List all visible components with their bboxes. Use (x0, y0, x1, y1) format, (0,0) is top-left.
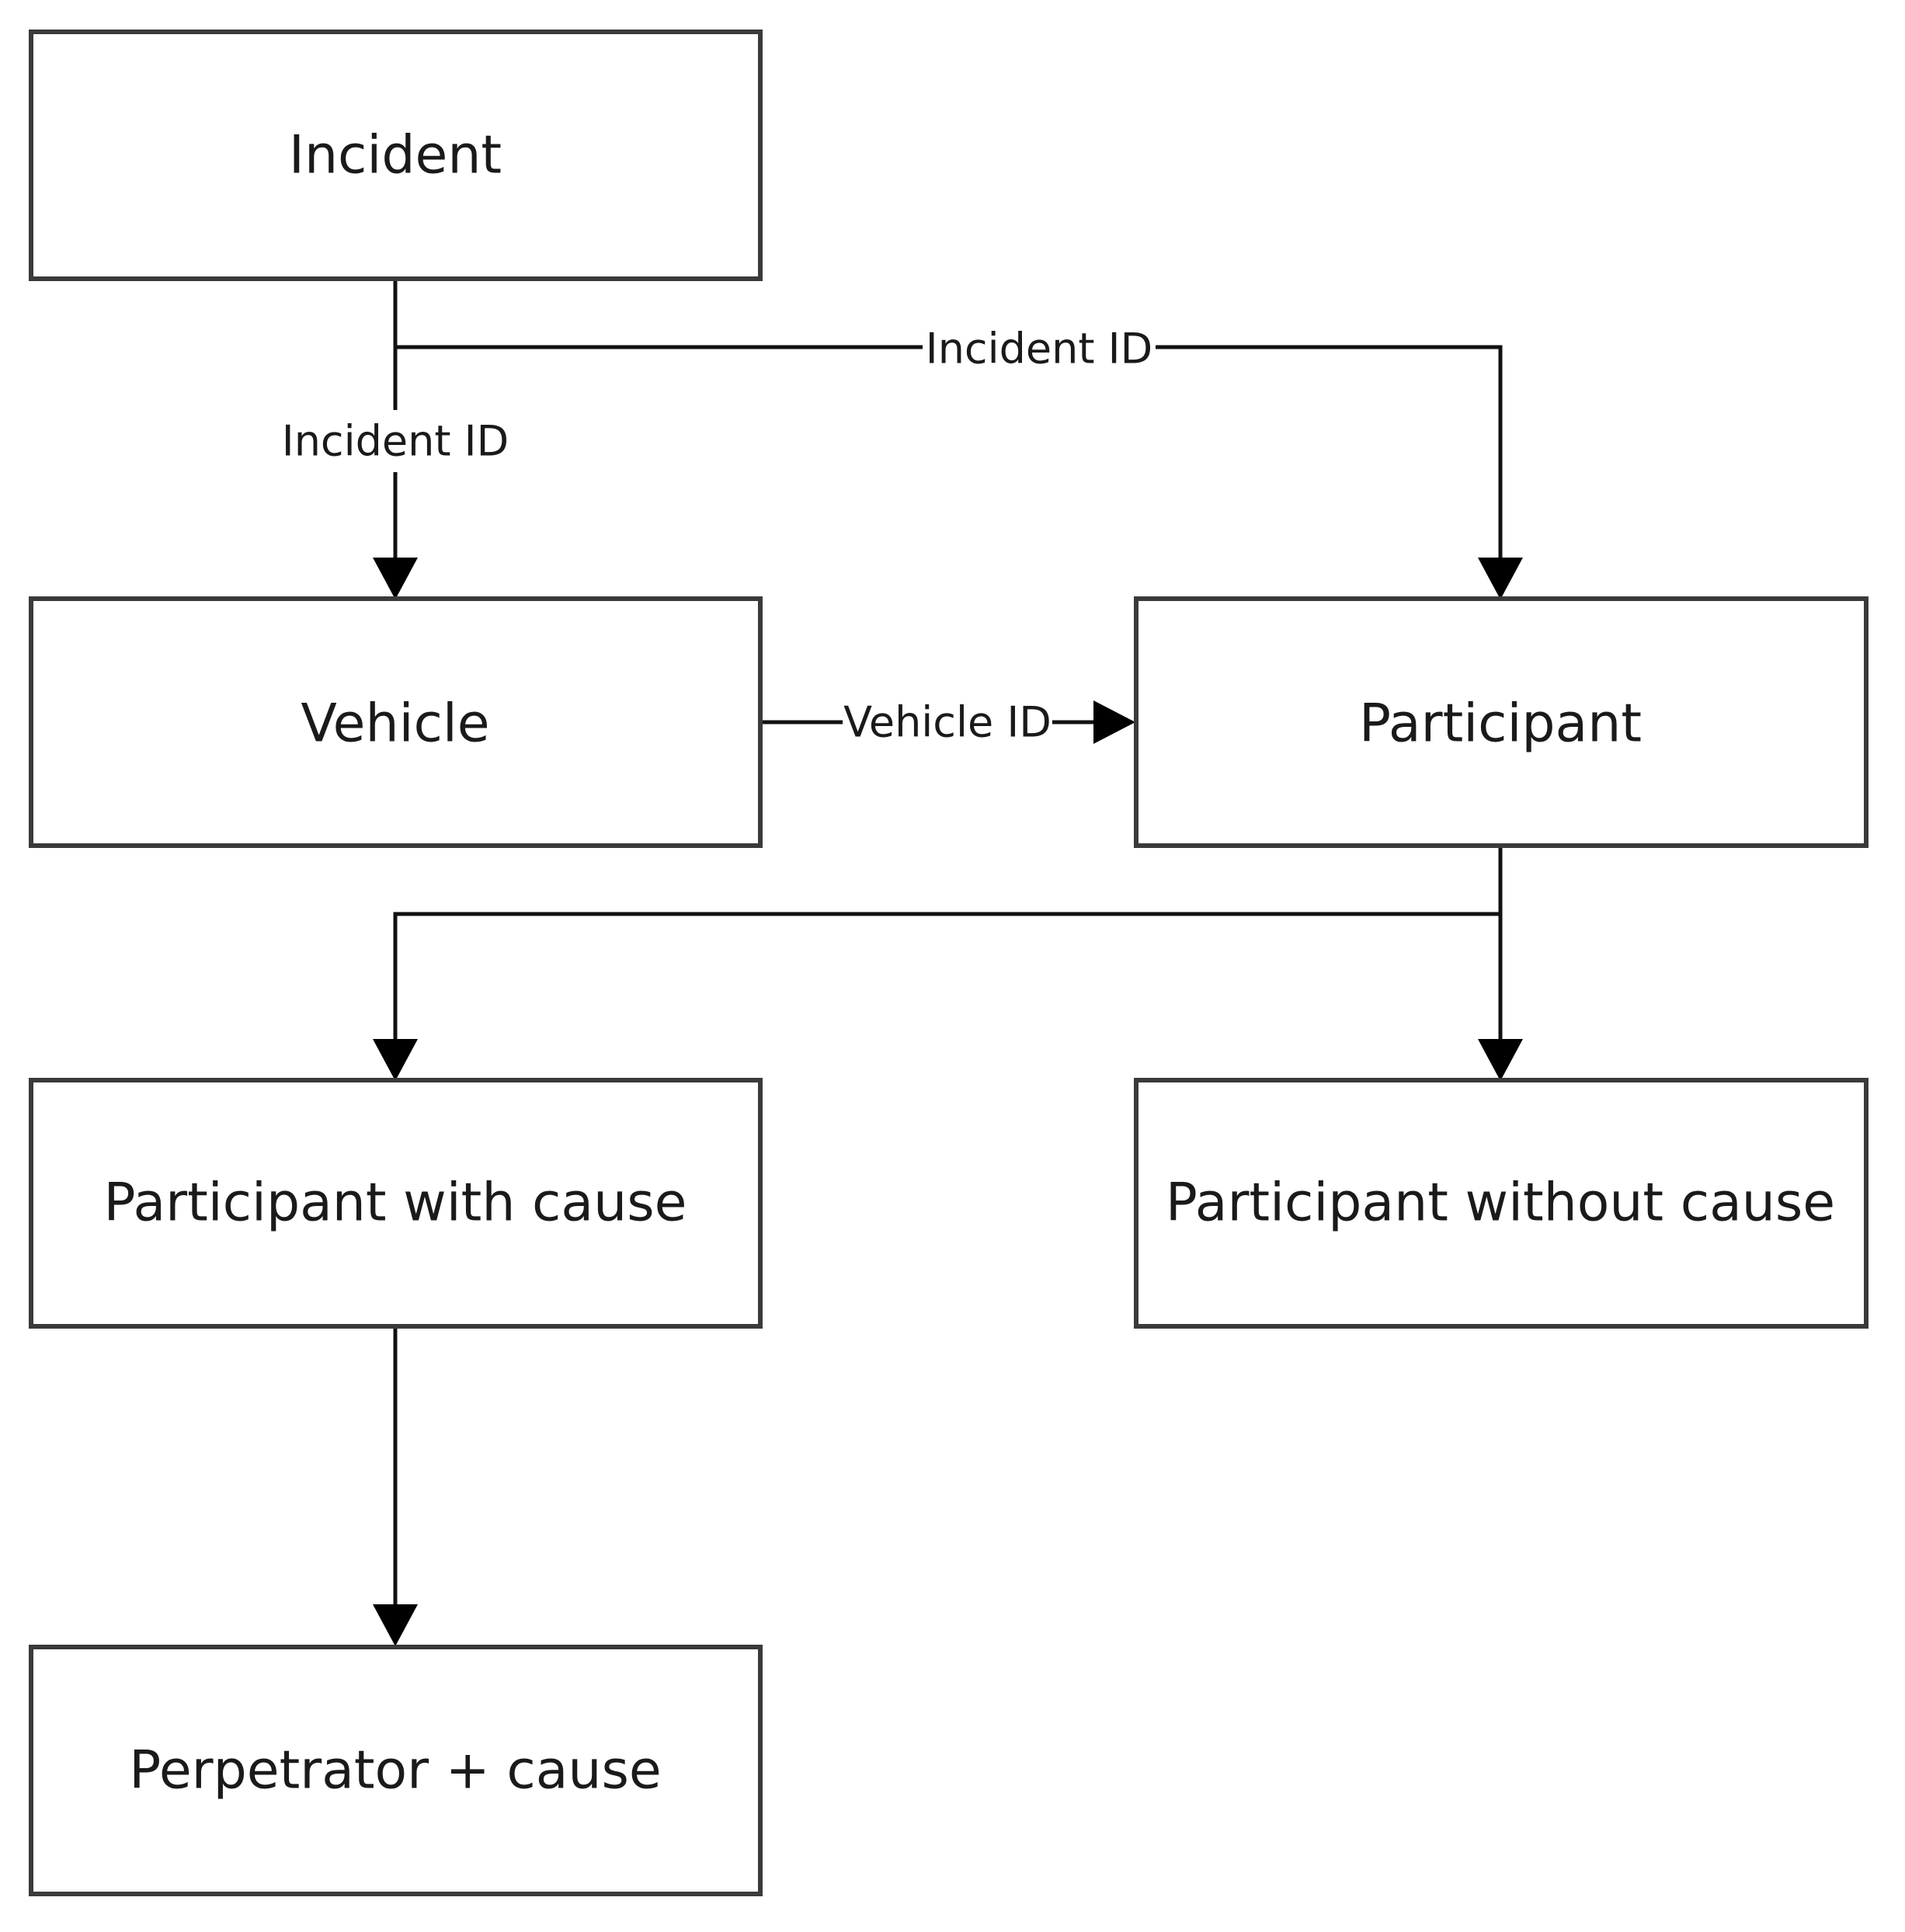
node-label-participant-with-cause: Participant with cause (104, 1173, 687, 1234)
edge-participant-to-participant-without-cause (1478, 914, 1523, 1081)
arrowhead-vehicle-to-participant (1093, 700, 1135, 744)
edge-label-incident-id-vehicle: Incident ID (282, 417, 509, 466)
edge-incident-to-vehicle: Incident ID (279, 281, 512, 599)
edge-label-vehicle-id: Vehicle ID (843, 698, 1052, 747)
node-label-incident: Incident (289, 125, 502, 186)
edge-participant-with-cause-to-perpetrator (373, 1326, 418, 1646)
arrowhead-to-vehicle (373, 558, 418, 599)
edge-vehicle-to-participant: Vehicle ID (761, 693, 1135, 751)
node-participant-without-cause: Participant without cause (1134, 1078, 1868, 1329)
node-label-perpetrator-cause: Perpetrator + cause (129, 1740, 662, 1802)
edge-incident-to-participant: Incident ID (395, 320, 1523, 599)
edge-participant-to-participant-with-cause (373, 846, 1503, 1081)
node-vehicle: Vehicle (29, 596, 763, 848)
edge-label-incident-id-participant: Incident ID (926, 325, 1152, 374)
node-participant: Participant (1134, 596, 1868, 848)
arrowhead-to-participant-without-cause (1478, 1039, 1523, 1081)
node-participant-with-cause: Participant with cause (29, 1078, 763, 1329)
node-label-participant-without-cause: Participant without cause (1166, 1173, 1835, 1234)
arrowhead-to-perpetrator (373, 1604, 418, 1646)
node-perpetrator-cause: Perpetrator + cause (29, 1645, 763, 1896)
arrowhead-to-participant-with-cause (373, 1039, 418, 1081)
node-incident: Incident (29, 30, 763, 281)
arrowhead-to-participant (1478, 558, 1523, 599)
node-label-vehicle: Vehicle (301, 693, 489, 755)
node-label-participant: Participant (1359, 693, 1642, 755)
